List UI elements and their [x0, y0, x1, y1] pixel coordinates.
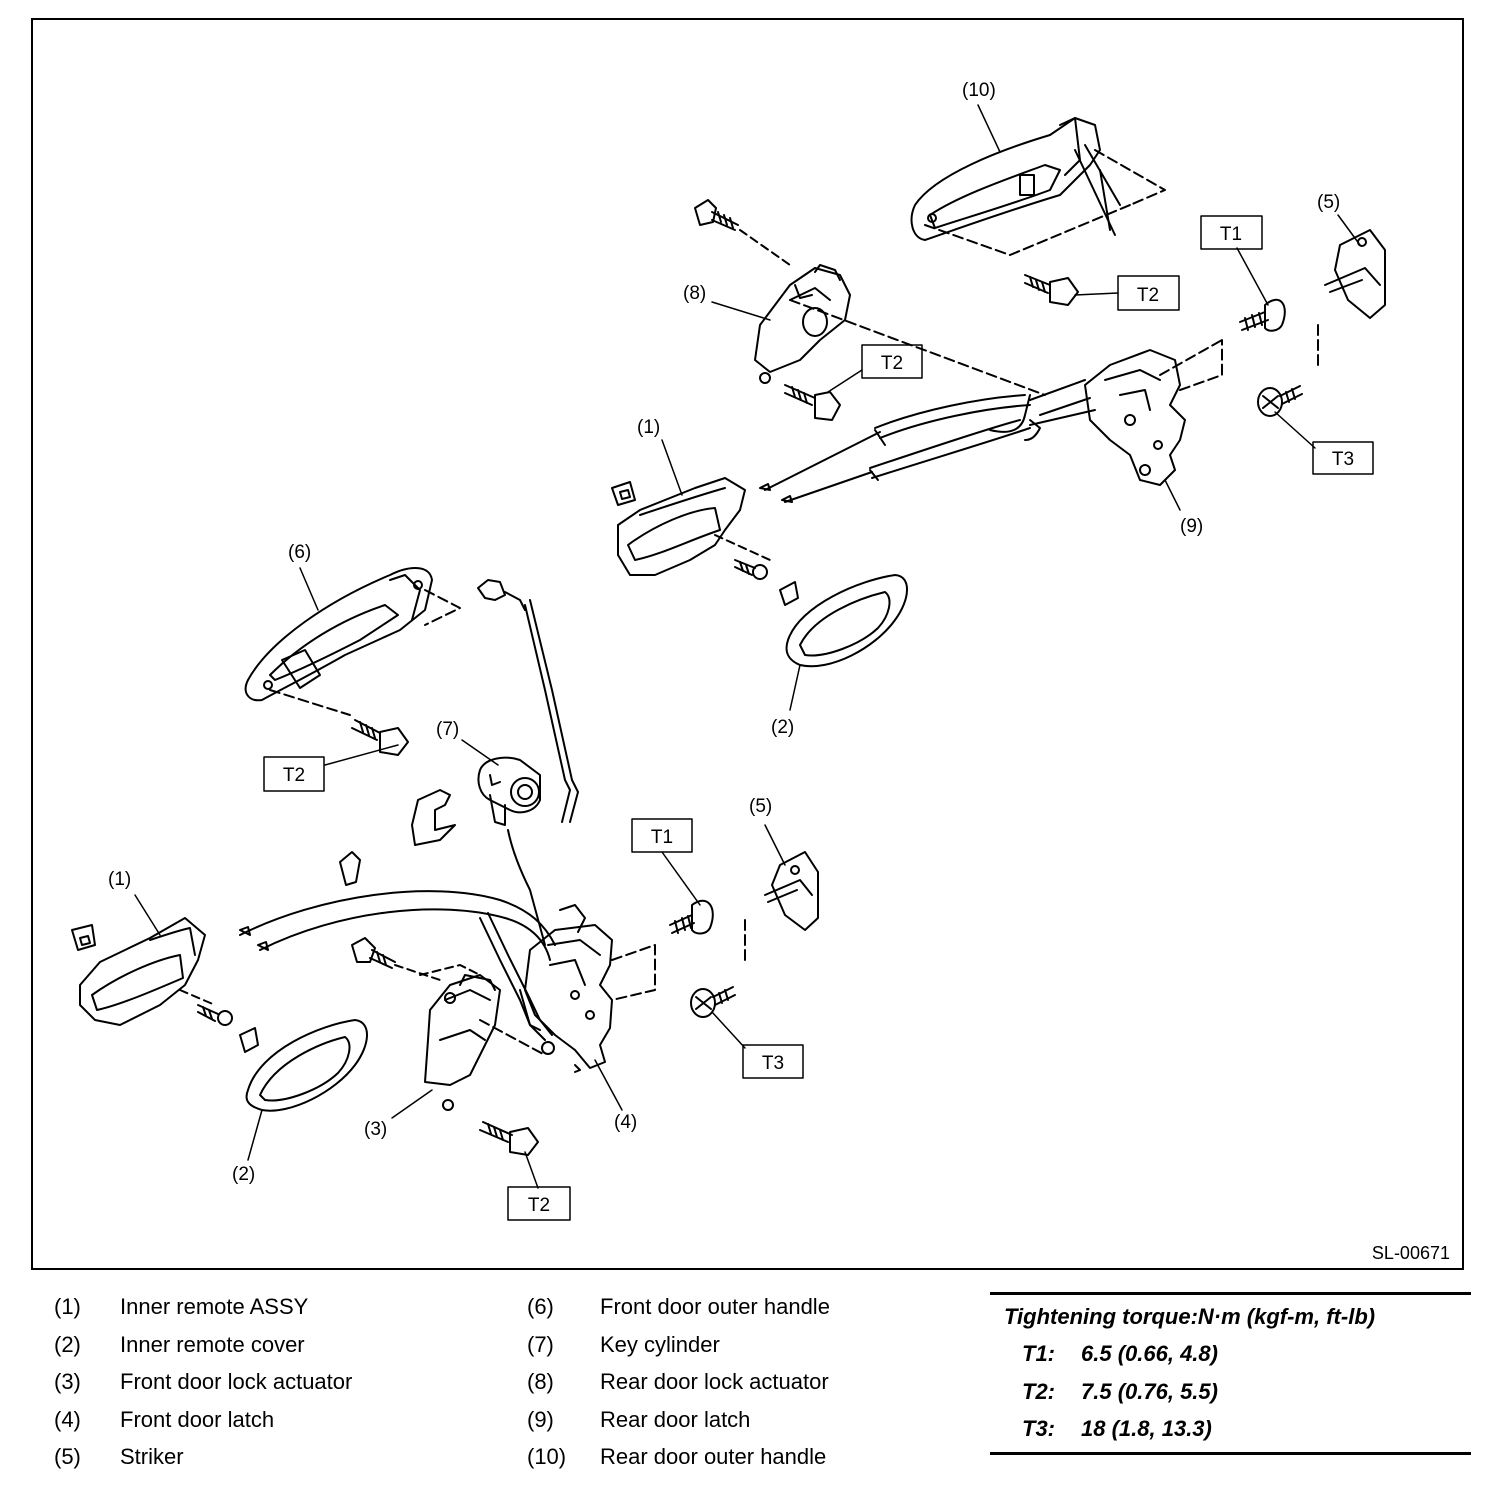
legend-item: (3) Front door lock actuator — [54, 1369, 474, 1407]
torque-value: 6.5 (0.66, 4.8) — [1081, 1341, 1218, 1366]
torque-label-t1-rear: T1 — [1220, 224, 1242, 245]
rear-actuator-upper-bolt — [694, 199, 791, 266]
rear-door-latch — [1084, 339, 1223, 486]
legend-num: (8) — [527, 1369, 554, 1394]
front-inner-remote-assy — [71, 917, 216, 1026]
legend-name: Striker — [120, 1444, 184, 1469]
front-actuator-lower-bolt — [479, 1121, 539, 1156]
rear-latch-screw — [1239, 298, 1286, 332]
legend-num: (2) — [54, 1331, 81, 1357]
legend-item: (5) Striker — [54, 1444, 474, 1482]
front-inner-remote-cover — [245, 1019, 368, 1112]
rear-inner-remote-assy — [611, 477, 771, 576]
torque-key: T2: — [1022, 1378, 1055, 1404]
legend-num: (7) — [527, 1331, 554, 1357]
legend-name: Front door latch — [120, 1406, 275, 1432]
callout-5-upper: (5) — [1317, 192, 1340, 213]
legend-name: Rear door latch — [600, 1406, 751, 1432]
key-cylinder-rod — [477, 579, 579, 823]
torque-label-t2-rear-handle: T2 — [1137, 285, 1159, 306]
leader-lines — [134, 104, 1361, 1189]
rear-inner-remote-screw — [734, 559, 799, 606]
callout-2-lower: (2) — [232, 1164, 255, 1185]
torque-value: 18 (1.8, 13.3) — [1081, 1416, 1212, 1441]
legend-num: (1) — [54, 1294, 81, 1319]
diagram-frame: SL-00671 — [31, 18, 1464, 1270]
front-inner-remote-screw — [197, 1004, 259, 1053]
torque-table: Tightening torque:N·m (kgf-m, ft-lb) T1:… — [990, 1292, 1471, 1455]
legend-name: Key cylinder — [600, 1331, 720, 1357]
legend-item: (9) Rear door latch — [527, 1407, 947, 1445]
torque-table-heading: Tightening torque:N·m (kgf-m, ft-lb) — [1004, 1304, 1376, 1329]
legend-name: Inner remote cover — [120, 1331, 305, 1357]
rear-striker — [1317, 229, 1386, 369]
torque-label-t3-front: T3 — [762, 1053, 784, 1074]
rear-striker-screw — [1257, 385, 1303, 417]
rear-door-outer-handle — [910, 117, 1166, 256]
callout-1-lower: (1) — [108, 869, 131, 890]
front-door-lock-actuator — [424, 974, 546, 1111]
legend-num: (4) — [54, 1406, 81, 1432]
front-striker — [744, 851, 819, 966]
legend-num: (5) — [54, 1444, 81, 1469]
front-latch-screw — [669, 899, 714, 935]
legend-name: Rear door lock actuator — [600, 1369, 829, 1394]
torque-label-t1-front: T1 — [651, 827, 673, 848]
front-door-cables — [239, 829, 556, 1041]
callout-1-upper: (1) — [637, 417, 660, 438]
legend-item: (10) Rear door outer handle — [527, 1444, 947, 1482]
torque-row: T3: 18 (1.8, 13.3) — [990, 1410, 1471, 1448]
callout-6: (6) — [288, 542, 311, 563]
callout-9: (9) — [1180, 516, 1203, 537]
legend-name: Inner remote ASSY — [120, 1294, 309, 1319]
retainer-clip — [411, 789, 456, 846]
key-cylinder — [477, 756, 541, 826]
callout-2-upper: (2) — [771, 717, 794, 738]
callout-10: (10) — [962, 80, 996, 101]
rear-handle-bolt — [1024, 274, 1079, 306]
legend-left: (1) Inner remote ASSY (2) Inner remote cov… — [54, 1294, 474, 1482]
legend-item: (2) Inner remote cover — [54, 1332, 474, 1370]
front-striker-screw — [690, 986, 736, 1018]
figure-id: SL-00671 — [1371, 1243, 1450, 1263]
legend-num: (9) — [527, 1406, 554, 1432]
torque-row: T2: 7.5 (0.76, 5.5) — [990, 1373, 1471, 1411]
legend-num: (10) — [527, 1444, 567, 1469]
callout-4: (4) — [614, 1112, 637, 1133]
torque-label-t3-rear: T3 — [1332, 449, 1354, 470]
legend-item: (4) Front door latch — [54, 1407, 474, 1445]
rear-door-cables — [759, 379, 1096, 503]
torque-label-t2-front-handle: T2 — [283, 765, 305, 786]
torque-label-t2-rear-actuator: T2 — [881, 353, 903, 374]
legend-right: (6) Front door outer handle (7) Key cylind… — [527, 1294, 947, 1482]
torque-key: T1: — [1022, 1341, 1055, 1366]
callout-8: (8) — [683, 283, 706, 304]
legend-num: (3) — [54, 1369, 81, 1394]
legend-item: (8) Rear door lock actuator — [527, 1369, 947, 1407]
torque-row: T1: 6.5 (0.66, 4.8) — [990, 1335, 1471, 1373]
front-actuator-upper-bolt — [351, 937, 481, 981]
callout-3: (3) — [364, 1119, 387, 1140]
front-handle-bolt — [351, 719, 409, 756]
legend-name: Rear door outer handle — [600, 1444, 827, 1469]
exploded-view-diagram: (10) (8) (1) (9) (5) (6) (7) (2) (5) (1)… — [71, 80, 1386, 1221]
legend-item: (7) Key cylinder — [527, 1332, 947, 1370]
torque-label-t2-front-actuator: T2 — [528, 1195, 550, 1216]
callout-7: (7) — [436, 719, 459, 740]
torque-value: 7.5 (0.76, 5.5) — [1081, 1378, 1218, 1404]
torque-boxes — [263, 215, 1374, 1221]
torque-key: T3: — [1022, 1416, 1055, 1441]
rear-inner-remote-cover — [785, 574, 908, 668]
legend-item: (6) Front door outer handle — [527, 1294, 947, 1332]
legend-item: (1) Inner remote ASSY — [54, 1294, 474, 1332]
callout-5-lower: (5) — [749, 796, 772, 817]
rear-door-lock-actuator — [754, 264, 1046, 396]
front-door-outer-handle — [244, 567, 461, 716]
legend-name: Front door lock actuator — [120, 1369, 353, 1394]
front-door-latch — [519, 904, 656, 1073]
legend-num: (6) — [527, 1294, 554, 1319]
legend-name: Front door outer handle — [600, 1294, 830, 1319]
